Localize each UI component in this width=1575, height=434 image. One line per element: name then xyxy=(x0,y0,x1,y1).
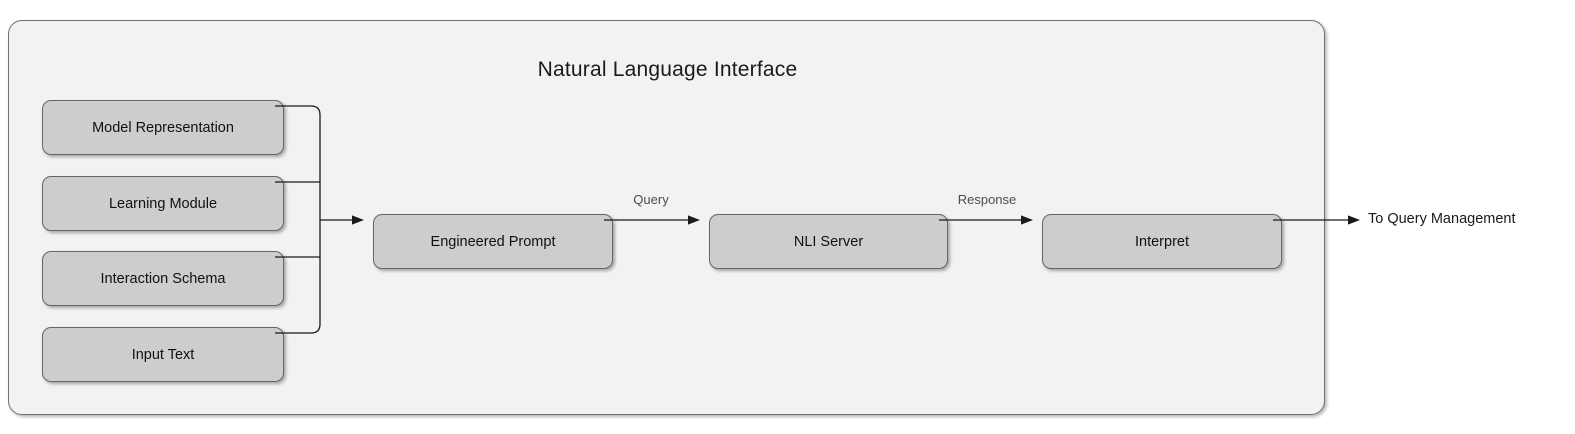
node-engineered-prompt[interactable]: Engineered Prompt xyxy=(373,214,613,269)
natural-language-interface-container: Natural Language Interface Model Represe… xyxy=(8,20,1325,415)
node-input-text[interactable]: Input Text xyxy=(42,327,284,382)
node-learning-module[interactable]: Learning Module xyxy=(42,176,284,231)
edge-label-query: Query xyxy=(633,192,669,207)
node-label: Input Text xyxy=(131,346,195,363)
node-label: Learning Module xyxy=(108,195,218,212)
node-model-representation[interactable]: Model Representation xyxy=(42,100,284,155)
node-interpret[interactable]: Interpret xyxy=(1042,214,1282,269)
node-label: Interaction Schema xyxy=(100,270,226,287)
external-target-label: To Query Management xyxy=(1368,211,1516,227)
node-label: Engineered Prompt xyxy=(430,233,556,250)
node-label: Model Representation xyxy=(92,119,234,136)
node-nli-server[interactable]: NLI Server xyxy=(709,214,948,269)
edge-label-response: Response xyxy=(957,192,1017,207)
container-title: Natural Language Interface xyxy=(537,58,798,81)
node-interaction-schema[interactable]: Interaction Schema xyxy=(42,251,284,306)
node-label: Interpret xyxy=(1135,233,1189,250)
node-label: NLI Server xyxy=(793,233,864,250)
arrowhead-query-management xyxy=(1348,215,1360,225)
